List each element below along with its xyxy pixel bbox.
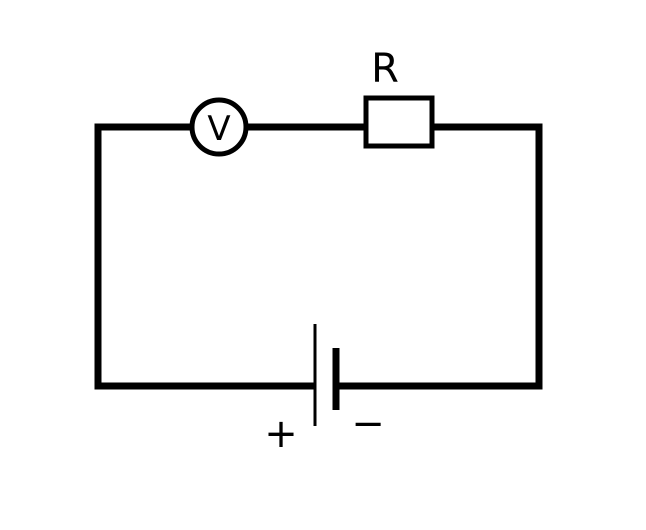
battery-positive-sign: + — [264, 411, 298, 457]
voltmeter-circle — [189, 97, 249, 157]
voltmeter-symbol: V — [207, 109, 230, 149]
resistor-label: R — [371, 46, 399, 92]
battery: + − — [264, 324, 385, 457]
resistor: R — [363, 46, 435, 149]
voltmeter: V — [189, 97, 249, 157]
resistor-body — [363, 95, 435, 149]
circuit-wires — [94, 123, 543, 390]
battery-negative-sign: − — [351, 401, 385, 447]
